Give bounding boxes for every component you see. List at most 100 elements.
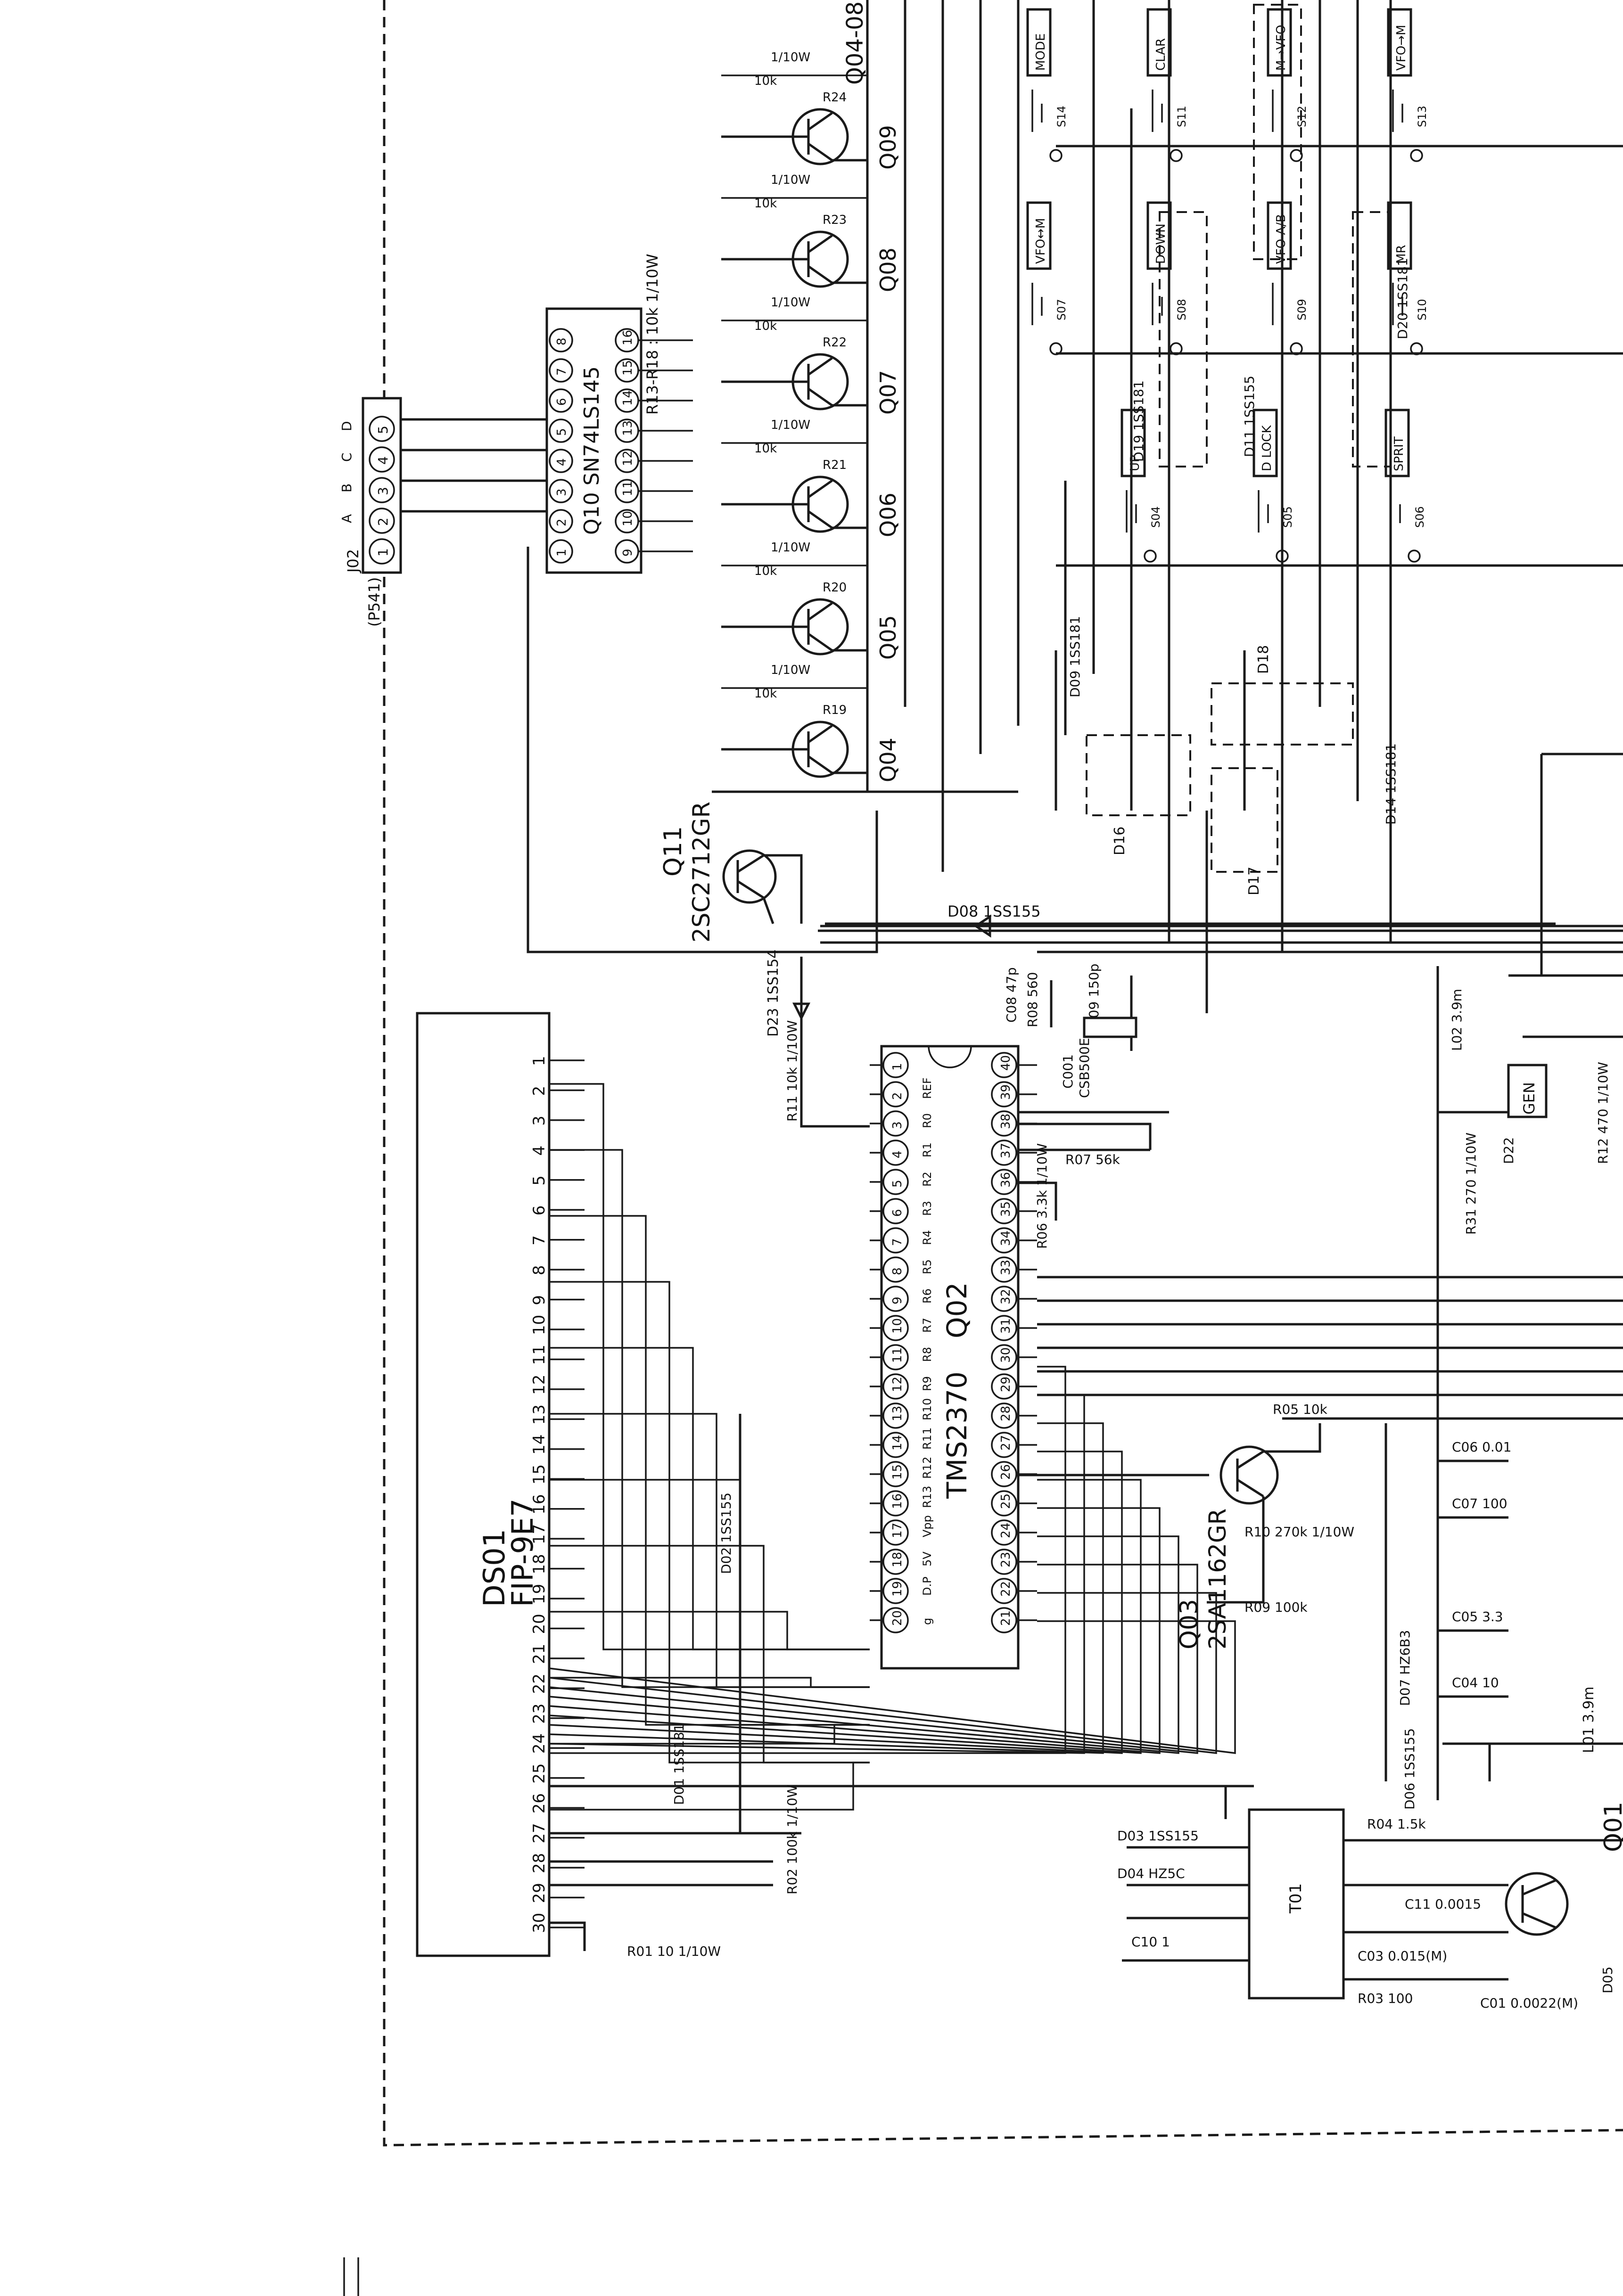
transistor-symbol <box>807 724 833 774</box>
q02-pin-31: 31 <box>999 1318 1013 1334</box>
q10-pin-11: 11 <box>621 481 635 496</box>
q02-pin-19: 19 <box>890 1581 905 1597</box>
q03-label: Q03 <box>1175 1599 1203 1649</box>
d09-label: D09 1SS181 <box>1067 616 1083 697</box>
r13-r18-note: R13-R18 : 10k 1/10W <box>643 254 661 415</box>
switch-contact <box>1272 283 1283 325</box>
q02-part: TMS2370 <box>941 1371 973 1499</box>
d02-label: D02 1SS155 <box>718 1492 734 1574</box>
bus-wire <box>549 1479 1142 1754</box>
ds01-pin-29: 29 <box>530 1883 549 1903</box>
bus-wire <box>549 1535 1179 1754</box>
c11-label: C11 0.0015 <box>1405 1896 1481 1912</box>
q02-pin-name: D.P <box>921 1576 934 1596</box>
q10-pin-circle <box>549 479 573 503</box>
q10-pin-12: 12 <box>621 451 635 466</box>
q02-pin-9: 9 <box>890 1296 905 1304</box>
switch-contact <box>1031 283 1043 325</box>
q02-pin-name: R7 <box>921 1318 934 1333</box>
switch-key-box[interactable] <box>1387 201 1412 270</box>
transistor-wire <box>721 135 867 162</box>
j02-pin-4: 4 <box>375 456 391 465</box>
d23-label: D23 1SS154 <box>765 950 782 1037</box>
ds01-pin-25: 25 <box>530 1763 549 1783</box>
c001-part: CSB500E <box>1077 1038 1092 1098</box>
q02-pin-40: 40 <box>999 1055 1013 1071</box>
q02-pin-16: 16 <box>890 1493 905 1509</box>
switch-key-box[interactable] <box>1267 8 1292 77</box>
q10-pin-5: 5 <box>555 428 569 436</box>
diode-group-d20: D20 1SS181 <box>1352 211 1410 467</box>
bus-wire <box>549 1347 870 1650</box>
switch-key-box[interactable] <box>1267 201 1292 270</box>
switch-contact <box>1390 490 1401 533</box>
switch-contact <box>1152 283 1163 325</box>
bus-wire <box>549 1677 870 1688</box>
diode-group-d18: D18 <box>1211 645 1354 746</box>
resistor-value: 10k <box>754 564 777 578</box>
j02-pin-circle <box>369 477 395 503</box>
ds01-pin-30: 30 <box>530 1913 549 1933</box>
c10-label: C10 1 <box>1131 1934 1170 1950</box>
q02-pin-17: 17 <box>890 1523 905 1538</box>
q02-pin-39: 39 <box>999 1084 1013 1100</box>
ds01-pin-14: 14 <box>530 1435 549 1455</box>
q02-pin-name: R5 <box>921 1259 934 1274</box>
j02-pin-3: 3 <box>375 487 391 495</box>
switch-key-box[interactable] <box>1146 8 1172 77</box>
diode-group-d16: D16 <box>1086 734 1191 855</box>
q02-pin-5: 5 <box>890 1180 905 1188</box>
l01-label: L01 3.9m <box>1581 1687 1597 1753</box>
q04-08-label: Q04-08 <box>842 1 868 85</box>
transistor-label-q08: Q08 <box>875 247 901 292</box>
q02-pin-name: R12 <box>921 1457 934 1479</box>
board-outline <box>383 0 1623 2147</box>
ds01-pin-12: 12 <box>530 1375 549 1395</box>
q02-pin-4: 4 <box>890 1150 905 1158</box>
ds01-pin-19: 19 <box>530 1584 549 1604</box>
q02-pin-name: R0 <box>921 1113 934 1128</box>
ds01-pin-22: 22 <box>530 1673 549 1694</box>
bus-wire <box>549 1281 870 1763</box>
ds01-pin-9: 9 <box>530 1295 549 1305</box>
switch-key-box[interactable] <box>1026 201 1052 270</box>
switch-number: S04 <box>1149 506 1162 528</box>
resistor-value: 10k <box>754 319 777 333</box>
resistor-wattage: 1/10W <box>771 295 810 310</box>
resistor-value: 10k <box>754 197 777 211</box>
ds01-pin-18: 18 <box>530 1554 549 1574</box>
q02-pin-34: 34 <box>999 1230 1013 1246</box>
switch-key-box[interactable] <box>1026 8 1052 77</box>
q02-pin-name: R4 <box>921 1230 934 1245</box>
resistor-r19: R19 <box>823 703 847 717</box>
transistor-label-q06: Q06 <box>875 492 901 537</box>
transistor-label-q09: Q09 <box>875 125 901 170</box>
q11-label: Q11 <box>659 826 687 877</box>
switch-key-box[interactable] <box>1120 409 1146 477</box>
ds01-pin-24: 24 <box>530 1733 549 1754</box>
q02-pin-3: 3 <box>890 1121 905 1129</box>
switch-number: S06 <box>1413 506 1426 528</box>
d17-label: D17 <box>1246 867 1262 895</box>
switch-key-box[interactable] <box>1252 409 1278 477</box>
q02-pin-2: 2 <box>890 1092 905 1100</box>
resistor-r20: R20 <box>823 581 847 595</box>
d18-label: D18 <box>1255 645 1272 674</box>
switch-key-box[interactable] <box>1387 8 1412 77</box>
diode-group-d17: D17 <box>1211 767 1278 895</box>
q10-pin-16: 16 <box>621 330 635 345</box>
driver-collector-bus <box>712 0 1020 872</box>
bus-wire <box>549 1422 1104 1754</box>
